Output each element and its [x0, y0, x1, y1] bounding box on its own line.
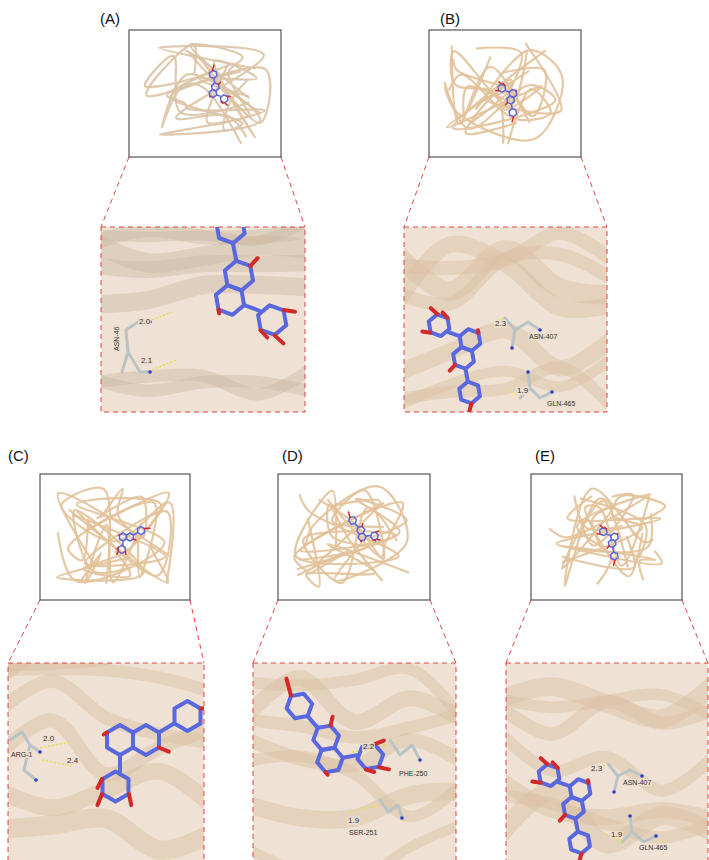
- residue-sticks: [630, 816, 632, 832]
- distance-label: 2.0: [42, 735, 55, 743]
- zoom-guide: [581, 157, 607, 227]
- residue-sticks: [608, 764, 642, 776]
- zoom-guide: [682, 600, 708, 663]
- ligand-sticks: [286, 679, 389, 775]
- distance-label: 2.1: [140, 357, 153, 365]
- panel-letter: (C): [8, 448, 29, 463]
- panel-letter: (D): [282, 448, 303, 463]
- distance-label: 2.2: [362, 743, 375, 751]
- residue-label: ASN-46: [113, 325, 120, 352]
- zoom-guide: [404, 157, 429, 227]
- residue-sticks: [380, 800, 402, 818]
- residue-sticks: [10, 732, 36, 780]
- distance-label: 2.0: [138, 318, 151, 326]
- residue-label: SER-251: [348, 829, 378, 836]
- zoom-guide: [506, 600, 531, 663]
- residue-label: ASN-407: [528, 333, 558, 340]
- hydrogen-bond: [152, 360, 176, 370]
- residue-label: GLN-465: [546, 400, 576, 407]
- residue-label: ASN-407: [622, 779, 652, 786]
- overview-box: [429, 30, 581, 157]
- panel-letter: (B): [440, 11, 460, 26]
- ligand-sticks: [209, 65, 230, 105]
- docking-panel: [0, 474, 221, 860]
- ligand-sticks: [349, 512, 381, 542]
- ligand-sticks: [117, 527, 150, 555]
- hydrogen-bond: [350, 805, 380, 812]
- docking-panel: [91, 30, 315, 412]
- distance-label: 1.9: [610, 831, 623, 839]
- ligand-sticks: [422, 308, 480, 412]
- distance-label: 2.3: [590, 765, 603, 773]
- residue-sticks: [614, 776, 618, 792]
- overview-box: [129, 30, 281, 157]
- zoom-guide: [430, 600, 456, 663]
- docking-panel: [243, 474, 466, 860]
- residue-sticks: [512, 330, 515, 348]
- distance-label: 2.3: [494, 320, 507, 328]
- residue-sticks: [505, 318, 540, 330]
- residue-label: ARG-1: [10, 751, 33, 758]
- panel-letter: (E): [535, 448, 555, 463]
- distance-label: 1.9: [516, 387, 529, 395]
- residue-label: GLN-465: [638, 844, 668, 851]
- residue-label: PHE-250: [398, 770, 428, 777]
- residue-sticks: [622, 832, 656, 842]
- overview-box: [531, 474, 682, 600]
- residue-sticks: [390, 740, 420, 760]
- ligand-sticks: [216, 227, 295, 343]
- zoom-guide: [8, 600, 40, 663]
- residue-sticks: [528, 372, 530, 388]
- distance-label: 1.9: [347, 817, 360, 825]
- overview-box: [278, 474, 430, 600]
- panel-letter: (A): [100, 11, 120, 26]
- overview-box: [40, 474, 190, 600]
- zoom-guide: [101, 157, 129, 227]
- ligand-sticks: [597, 525, 618, 565]
- hydrogen-bond: [152, 312, 172, 320]
- ligand-sticks: [496, 82, 517, 122]
- zoom-guide: [281, 157, 305, 227]
- ligand-sticks: [98, 701, 205, 805]
- zoom-guide: [253, 600, 278, 663]
- zoom-guide: [190, 600, 204, 663]
- distance-label: 2.4: [66, 757, 79, 765]
- docking-panel: [394, 30, 617, 418]
- ligand-sticks: [532, 758, 590, 860]
- docking-panel: [496, 474, 709, 860]
